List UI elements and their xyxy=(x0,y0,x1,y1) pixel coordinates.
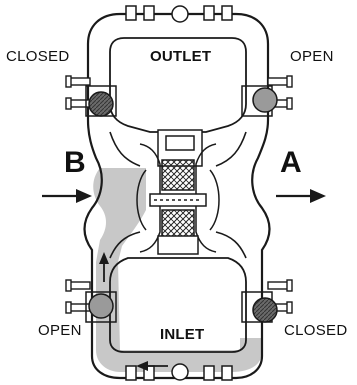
flow-arrow-up xyxy=(99,252,109,282)
flow-arrow-left xyxy=(136,361,168,371)
top-left-valve-label: CLOSED xyxy=(6,48,70,65)
bottom-right-valve-label: CLOSED xyxy=(284,322,348,339)
side-bolts xyxy=(65,75,293,314)
bottom-left-valve-label: OPEN xyxy=(38,322,82,339)
manifold-outline xyxy=(83,12,271,380)
inlet-inner-outline xyxy=(109,257,247,353)
ball-top-right-open xyxy=(252,87,278,113)
ball-bottom-right-closed xyxy=(252,297,278,323)
chamber-a-wall xyxy=(215,131,247,259)
top-clamps xyxy=(125,5,233,381)
flow-path-shading xyxy=(93,168,262,372)
outlet-label: OUTLET xyxy=(150,48,212,65)
center-section xyxy=(139,129,217,255)
diaphragms xyxy=(136,169,220,231)
outlet-inner-outline xyxy=(109,37,247,133)
ball-top-left-closed xyxy=(88,91,114,117)
chamber-b-wall xyxy=(109,131,141,259)
outlet-arrow-a xyxy=(276,189,326,203)
chamber-b-label: B xyxy=(64,146,86,179)
inlet-label: INLET xyxy=(160,326,205,343)
top-right-valve-label: OPEN xyxy=(290,48,334,65)
chamber-a-label: A xyxy=(280,146,302,179)
ball-bottom-left-open xyxy=(88,293,114,319)
valve-seats xyxy=(85,85,273,323)
inlet-arrow-b xyxy=(42,189,92,203)
